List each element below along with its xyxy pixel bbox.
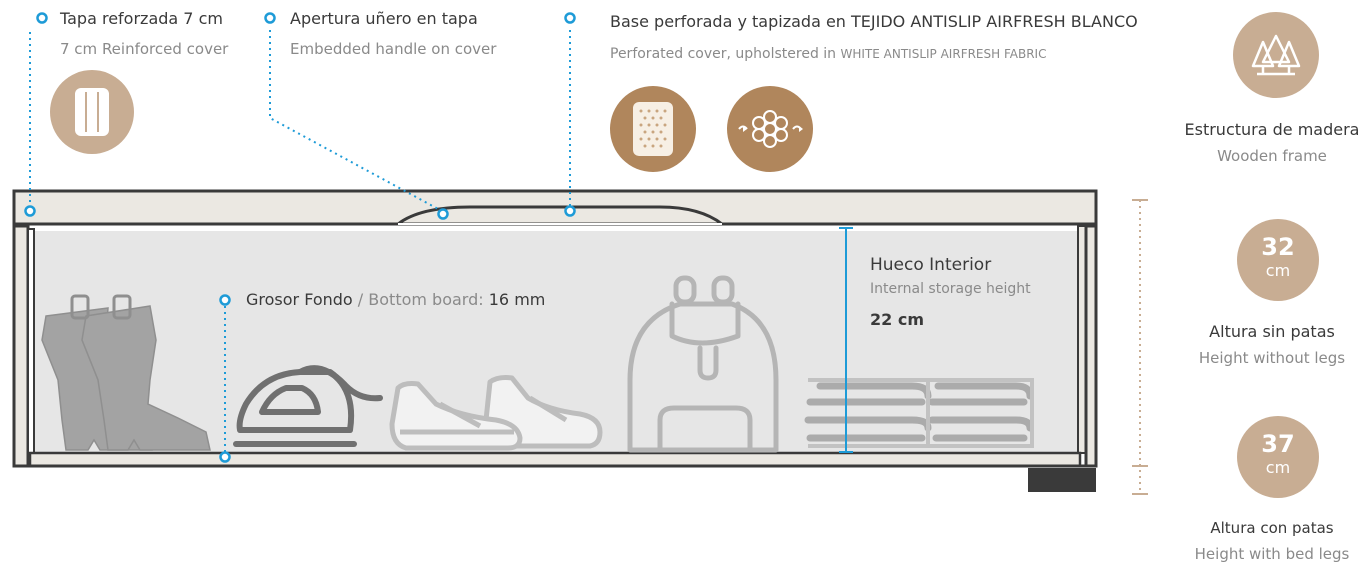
height-no-legs-en: Height without legs (1198, 349, 1346, 367)
interior-height-marker (839, 227, 853, 453)
wood-label-es: Estructura de madera (1184, 120, 1360, 139)
height-no-legs-unit: cm (1265, 261, 1291, 280)
frame-right-outer (1084, 224, 1098, 468)
sneakers-icon (389, 375, 603, 451)
height-no-legs-es: Altura sin patas (1209, 322, 1335, 341)
height-with-legs-badge: 37 cm (1237, 416, 1319, 498)
handle-label-es: Apertura uñero en tapa (290, 9, 478, 28)
backpack-icon (627, 275, 779, 453)
interior-label-es: Hueco Interior (870, 255, 992, 275)
bottom-board (28, 451, 1082, 468)
bottom-board-label: Grosor Fondo / Bottom board: 16 mm (246, 290, 546, 309)
wood-label-en: Wooden frame (1217, 147, 1327, 165)
height-no-legs-number: 32 (1261, 233, 1295, 261)
height-no-legs-badge: 32 cm (1237, 219, 1319, 301)
frame-left-inner (27, 228, 35, 454)
iron-icon (233, 365, 383, 447)
handle-label-en: Embedded handle on cover (290, 40, 497, 58)
airflow-flower-icon (727, 86, 813, 172)
height-with-legs-unit: cm (1265, 458, 1291, 477)
interior-label-en: Internal storage height (870, 281, 1031, 297)
frame-left-outer (12, 224, 30, 468)
base-label-en: Perforated cover, upholstered in WHITE A… (610, 46, 1047, 62)
handle-groove (397, 205, 723, 226)
height-with-legs-number: 37 (1261, 430, 1295, 458)
reinforced-cover-icon (50, 70, 134, 154)
trees-icon (1233, 12, 1319, 98)
boots-icon (41, 294, 211, 451)
cover-label-en: 7 cm Reinforced cover (60, 40, 229, 58)
height-with-legs-es: Altura con patas (1210, 519, 1334, 537)
cover-label-es: Tapa reforzada 7 cm (60, 9, 223, 28)
height-with-legs-en: Height with bed legs (1194, 545, 1350, 563)
perforated-fabric-icon (610, 86, 696, 172)
base-label-es: Base perforada y tapizada en TEJIDO ANTI… (610, 12, 1138, 31)
bed-leg (1028, 468, 1096, 492)
interior-height-value: 22 cm (870, 310, 924, 329)
